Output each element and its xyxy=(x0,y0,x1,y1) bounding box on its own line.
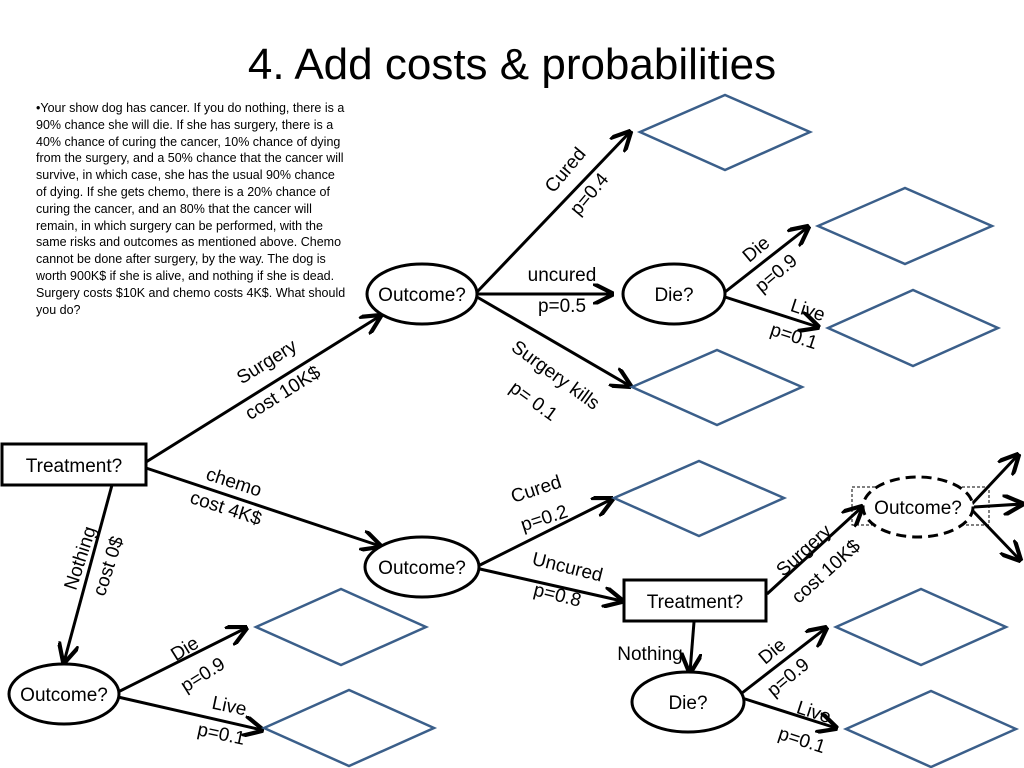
leaf-surgery-kills xyxy=(628,348,806,427)
chance-surgery-label: Outcome? xyxy=(378,285,466,306)
chance-node-chemo-surgery: Outcome? xyxy=(851,475,990,539)
chance-node-die-nothing: Die? xyxy=(630,670,746,734)
edge-chemo xyxy=(145,466,380,546)
edges xyxy=(64,132,1022,730)
leaf-chemo-cured xyxy=(610,459,788,538)
problem-description: •Your show dog has cancer. If you do not… xyxy=(36,101,346,317)
leaf-nodes xyxy=(252,93,1020,768)
leaf-chemo-live xyxy=(842,689,1020,768)
chance-node-chemo: Outcome? xyxy=(363,535,481,599)
decision-node-root: Treatment? xyxy=(0,442,148,487)
leaf-surgery-die xyxy=(814,186,996,266)
label-chemo-live-2: p=0.1 xyxy=(776,723,828,758)
chance-chemo-surgery-label: Outcome? xyxy=(874,498,962,519)
edge-chemo-surgery xyxy=(765,507,862,596)
edge-surgery-live xyxy=(724,295,818,327)
label-chemo-nothing: Nothing xyxy=(617,644,683,665)
decision-node-chemo: Treatment? xyxy=(622,578,768,623)
edge-chemo-uncured xyxy=(479,567,622,601)
selection-box xyxy=(851,486,990,526)
label-surgery-uncured-1: uncured xyxy=(528,265,597,286)
edge-nothing-die xyxy=(117,628,246,694)
label-chemo-live-1: Live xyxy=(794,697,834,728)
edge-continue-mid xyxy=(973,504,1022,507)
chance-die-nothing-label: Die? xyxy=(668,693,707,714)
label-chemo-cured-2: p=0.2 xyxy=(518,501,570,536)
edge-continue-up xyxy=(970,455,1018,506)
edge-chemo-live xyxy=(741,696,836,728)
leaf-nothing-live xyxy=(260,688,438,768)
leaf-nothing-die xyxy=(252,587,430,667)
slide-title: 4. Add costs & probabilities xyxy=(247,40,777,89)
label-chemo-uncured-2: p=0.8 xyxy=(531,580,583,612)
chance-nothing-label: Outcome? xyxy=(20,685,108,706)
edge-labels: Surgery cost 10K$ chemo cost 4K$ Nothing… xyxy=(61,144,865,758)
edge-chemo-nothing xyxy=(690,621,694,672)
edge-chemo-die xyxy=(741,628,826,695)
label-chemo-die-1: Die xyxy=(755,635,790,669)
edge-continue-down xyxy=(970,508,1020,560)
edge-surgery-cured xyxy=(475,132,630,294)
chance-chemo-label: Outcome? xyxy=(378,558,466,579)
edge-chemo-cured xyxy=(479,499,612,567)
decision-chemo-label: Treatment? xyxy=(647,592,743,613)
edge-nothing xyxy=(64,484,114,662)
leaf-surgery-live xyxy=(824,288,1002,368)
edge-surgery-kills xyxy=(476,295,630,386)
leaf-surgery-cured xyxy=(636,93,814,172)
label-surgery-uncured-2: p=0.5 xyxy=(538,296,586,317)
chance-node-die-surgery: Die? xyxy=(621,262,727,326)
label-surgery-live-1: Live xyxy=(788,295,828,326)
leaf-chemo-die xyxy=(832,587,1010,667)
label-chemo-cured-1: Cured xyxy=(508,472,564,508)
chance-node-surgery: Outcome? xyxy=(365,262,479,326)
label-surgery-die-1: Die xyxy=(739,233,774,267)
edge-nothing-live xyxy=(117,695,262,730)
chance-die-surgery-label: Die? xyxy=(654,285,693,306)
decision-root-label: Treatment? xyxy=(26,456,122,477)
edge-surgery-die xyxy=(724,227,808,294)
label-nothing-die-1: Die xyxy=(167,633,202,666)
edge-surgery xyxy=(145,316,380,464)
chance-node-nothing: Outcome? xyxy=(7,662,121,726)
label-nothing-live-1: Live xyxy=(210,693,248,721)
